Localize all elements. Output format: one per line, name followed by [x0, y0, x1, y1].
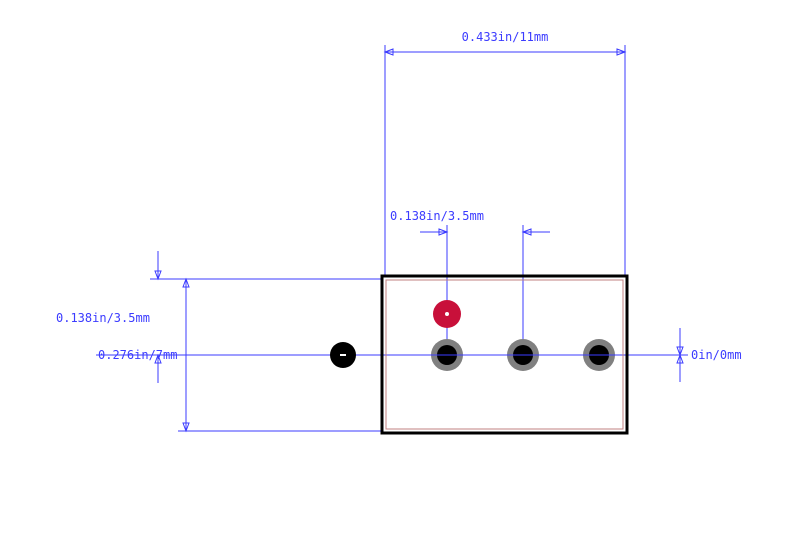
dimension-pitch-label: 0.138in/3.5mm: [390, 209, 484, 223]
dimension-offset-right: [676, 328, 684, 382]
dimension-offset-left-label: 0.138in/3.5mm: [56, 311, 150, 325]
mounting-hole-mark: [340, 354, 346, 356]
dimension-offset-right-label: 0in/0mm: [691, 348, 742, 362]
dimension-pitch: [420, 225, 550, 355]
component-outline-inner: [385, 279, 624, 430]
component-outline: [380, 274, 629, 435]
dimension-width: [383, 45, 627, 276]
dimension-width-label: 0.433in/11mm: [462, 30, 549, 44]
pin-1-dot: [445, 312, 449, 316]
